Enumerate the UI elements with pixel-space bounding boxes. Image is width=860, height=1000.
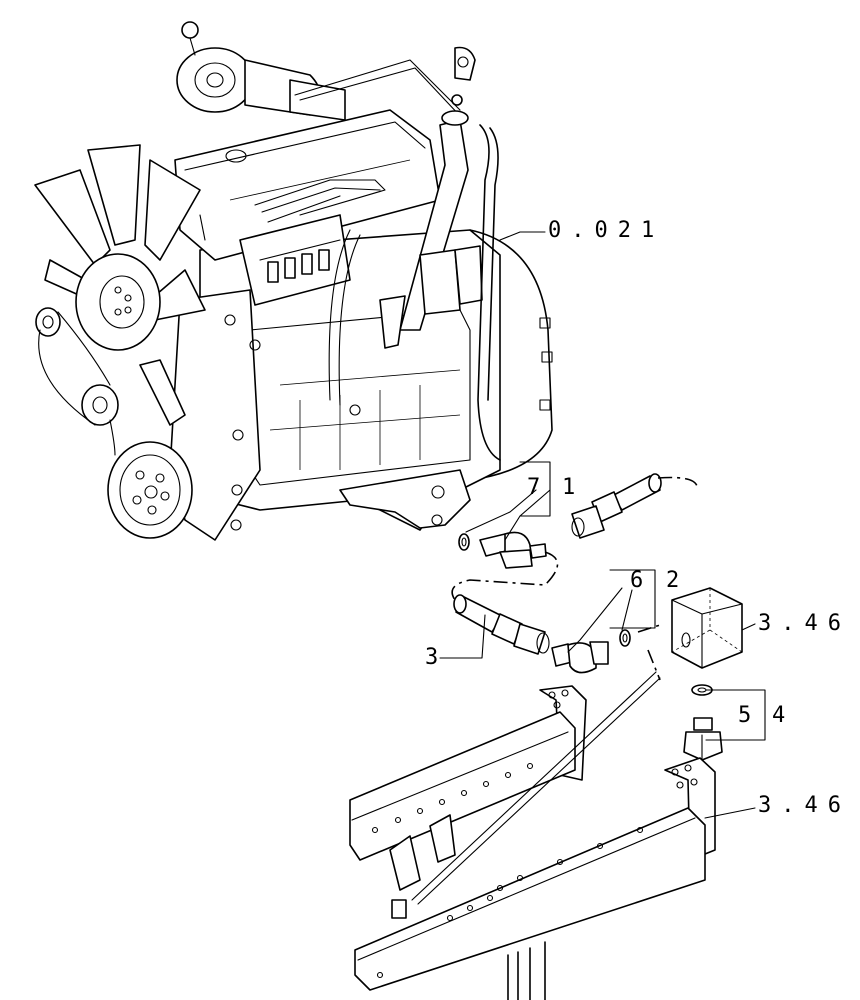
hose-assembly — [451, 473, 743, 761]
callout-item-6: 6 — [630, 568, 643, 593]
chassis-frame — [349, 685, 716, 1000]
callout-item-2: 2 — [666, 568, 679, 593]
callouts: 0.021 7 1 6 2 3 3.46 5 4 3.46 — [425, 218, 851, 818]
callout-item-5: 5 — [738, 703, 751, 728]
callout-item-3: 3 — [425, 645, 438, 670]
callout-item-7: 7 — [527, 475, 540, 500]
engine-assembly — [34, 21, 553, 541]
callout-item-4: 4 — [772, 703, 785, 728]
callout-frame-ref-lower: 3.46 — [758, 793, 851, 818]
callout-frame-ref-upper: 3.46 — [758, 611, 851, 636]
callout-engine-ref: 0.021 — [548, 218, 664, 243]
callout-item-1: 1 — [562, 475, 575, 500]
leader-lines — [411, 231, 766, 905]
